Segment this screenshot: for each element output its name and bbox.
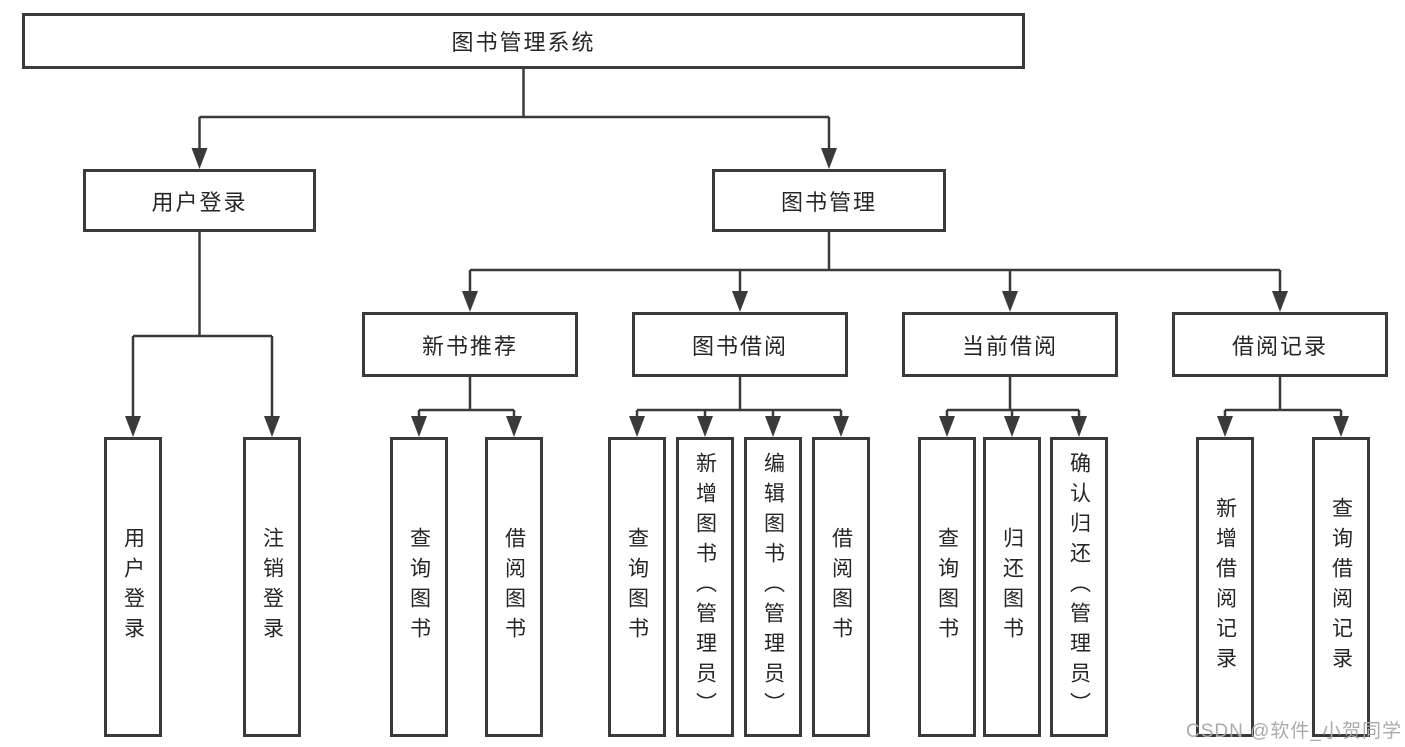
node-new-book-recommend: 新书推荐 xyxy=(362,312,578,377)
leaf-query-books: 查询图书 xyxy=(608,437,666,737)
node-current-borrow: 当前借阅 xyxy=(902,312,1118,377)
node-book-borrow: 图书借阅 xyxy=(632,312,848,377)
leaf-borrow-books: 借阅图书 xyxy=(485,437,543,737)
leaf-borrow-books: 借阅图书 xyxy=(812,437,870,737)
leaf-add-borrow-record: 新增借阅记录 xyxy=(1196,437,1254,737)
leaf-query-books: 查询图书 xyxy=(390,437,448,737)
node-borrow-records: 借阅记录 xyxy=(1172,312,1388,377)
leaf-query-borrow-record: 查询借阅记录 xyxy=(1312,437,1370,737)
leaf-user-login: 用户登录 xyxy=(104,437,162,737)
watermark: CSDN @软件_小贺同学 xyxy=(1186,721,1402,742)
leaf-return-books: 归还图书 xyxy=(983,437,1041,737)
node-user-login: 用户登录 xyxy=(83,169,316,232)
leaf-edit-books-admin: 编辑图书（管理员） xyxy=(744,437,802,737)
node-library-system: 图书管理系统 xyxy=(22,13,1025,69)
leaf-query-books: 查询图书 xyxy=(918,437,976,737)
leaf-confirm-return-admin: 确认归还（管理员） xyxy=(1050,437,1108,737)
leaf-logout: 注销登录 xyxy=(243,437,301,737)
leaf-add-books-admin: 新增图书（管理员） xyxy=(676,437,734,737)
node-book-management: 图书管理 xyxy=(712,169,946,232)
